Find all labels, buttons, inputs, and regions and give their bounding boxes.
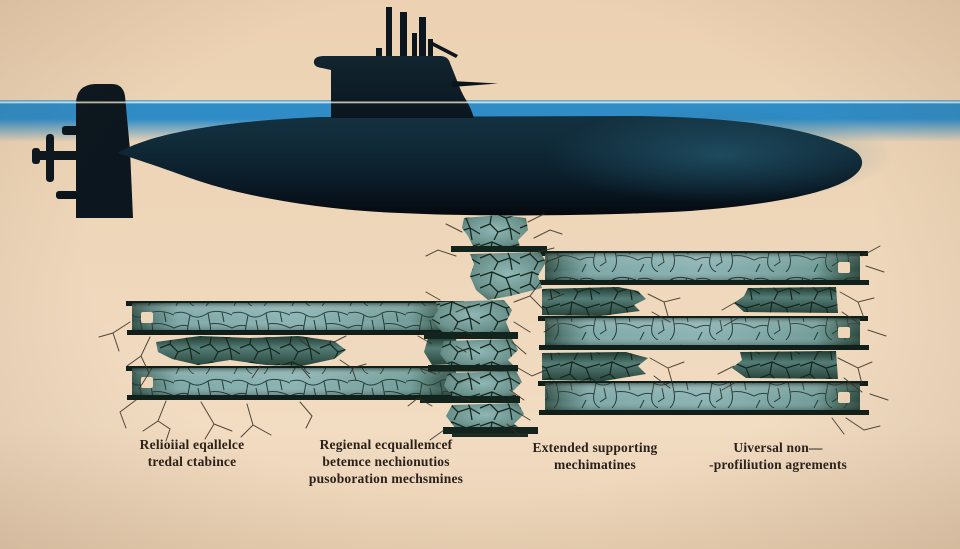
caption-line: Regienal ecquallemcef bbox=[319, 437, 453, 452]
caption-line: betemce nechionutios bbox=[322, 454, 450, 469]
hull-highlight bbox=[545, 107, 895, 203]
submarine-sail bbox=[313, 56, 474, 118]
slab-end-notch bbox=[838, 327, 850, 338]
antenna-wire bbox=[429, 41, 458, 58]
crushed-band bbox=[428, 365, 518, 372]
stern-plane-upper bbox=[62, 126, 80, 135]
submarine bbox=[32, 7, 895, 218]
column-base bbox=[443, 427, 538, 434]
caption-line: Extended supporting bbox=[532, 440, 658, 455]
crushed-band bbox=[424, 332, 518, 339]
waterline bbox=[0, 101, 960, 104]
slab-end-notch bbox=[141, 312, 153, 323]
caption-line: pusoboration mechsmines bbox=[308, 471, 464, 486]
caption-line: -profiliution agrements bbox=[709, 457, 847, 472]
tail-fin bbox=[76, 84, 133, 218]
propeller bbox=[32, 134, 82, 182]
crack-spill-lines bbox=[98, 213, 889, 442]
periscope-masts bbox=[376, 7, 458, 60]
sail-plane bbox=[452, 81, 498, 87]
left-slab-group bbox=[126, 301, 464, 400]
slab-end-notch bbox=[141, 377, 153, 388]
right-slab-group bbox=[538, 251, 869, 415]
caption-line: Relioiial eqallelce bbox=[139, 437, 245, 452]
central-cracked-column bbox=[420, 215, 547, 437]
caption-line: tredal ctabince bbox=[147, 454, 237, 469]
caption-extended-supporting: Extended supporting mechimatines bbox=[480, 439, 710, 473]
caption-universal-agreements: Uiversal non— -profiliution agrements bbox=[663, 439, 893, 473]
slab-end-notch bbox=[838, 392, 850, 403]
slab-end-notch bbox=[838, 262, 850, 273]
caption-line: mechimatines bbox=[554, 457, 636, 472]
crushed-band bbox=[451, 246, 547, 252]
caption-line: Uiversal non— bbox=[733, 440, 823, 455]
stern-plane-lower bbox=[56, 191, 78, 199]
caption-regional-mechanisms: Regienal ecquallemcef betemce nechionuti… bbox=[271, 436, 501, 487]
caption-regional-equivalence: Relioiial eqallelce tredal ctabince bbox=[77, 436, 307, 470]
